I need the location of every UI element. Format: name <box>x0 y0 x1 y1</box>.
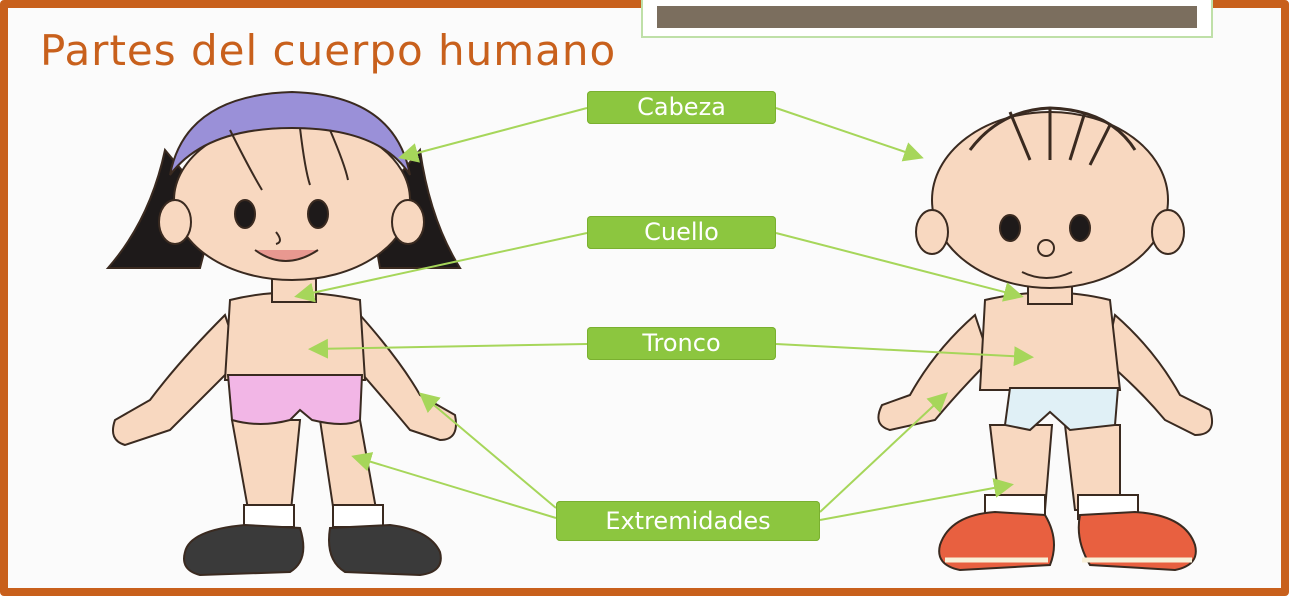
arrow-neck-right <box>775 232 1024 302</box>
arrow-trunk-right <box>775 343 1034 367</box>
arrow-limbs-left-arm <box>418 392 557 509</box>
label-neck: Cuello <box>587 216 776 249</box>
slide-title: Partes del cuerpo humano <box>40 26 617 75</box>
label-trunk: Tronco <box>587 327 776 360</box>
arrow-limbs-left-leg <box>351 452 557 519</box>
label-head: Cabeza <box>587 91 776 124</box>
arrow-trunk-left <box>308 338 588 359</box>
arrow-limbs-right-arm <box>819 392 948 513</box>
girl-figure <box>105 90 462 577</box>
arrow-neck-left <box>294 232 588 303</box>
arrow-head-left <box>398 107 588 163</box>
arrow-limbs-right-leg <box>819 478 1014 521</box>
boy-figure <box>877 106 1214 572</box>
top-banner <box>641 0 1213 38</box>
arrow-head-right <box>775 107 924 162</box>
pointer-arrows <box>294 107 1034 521</box>
label-limbs: Extremidades <box>556 501 820 541</box>
top-banner-bar <box>657 6 1197 28</box>
